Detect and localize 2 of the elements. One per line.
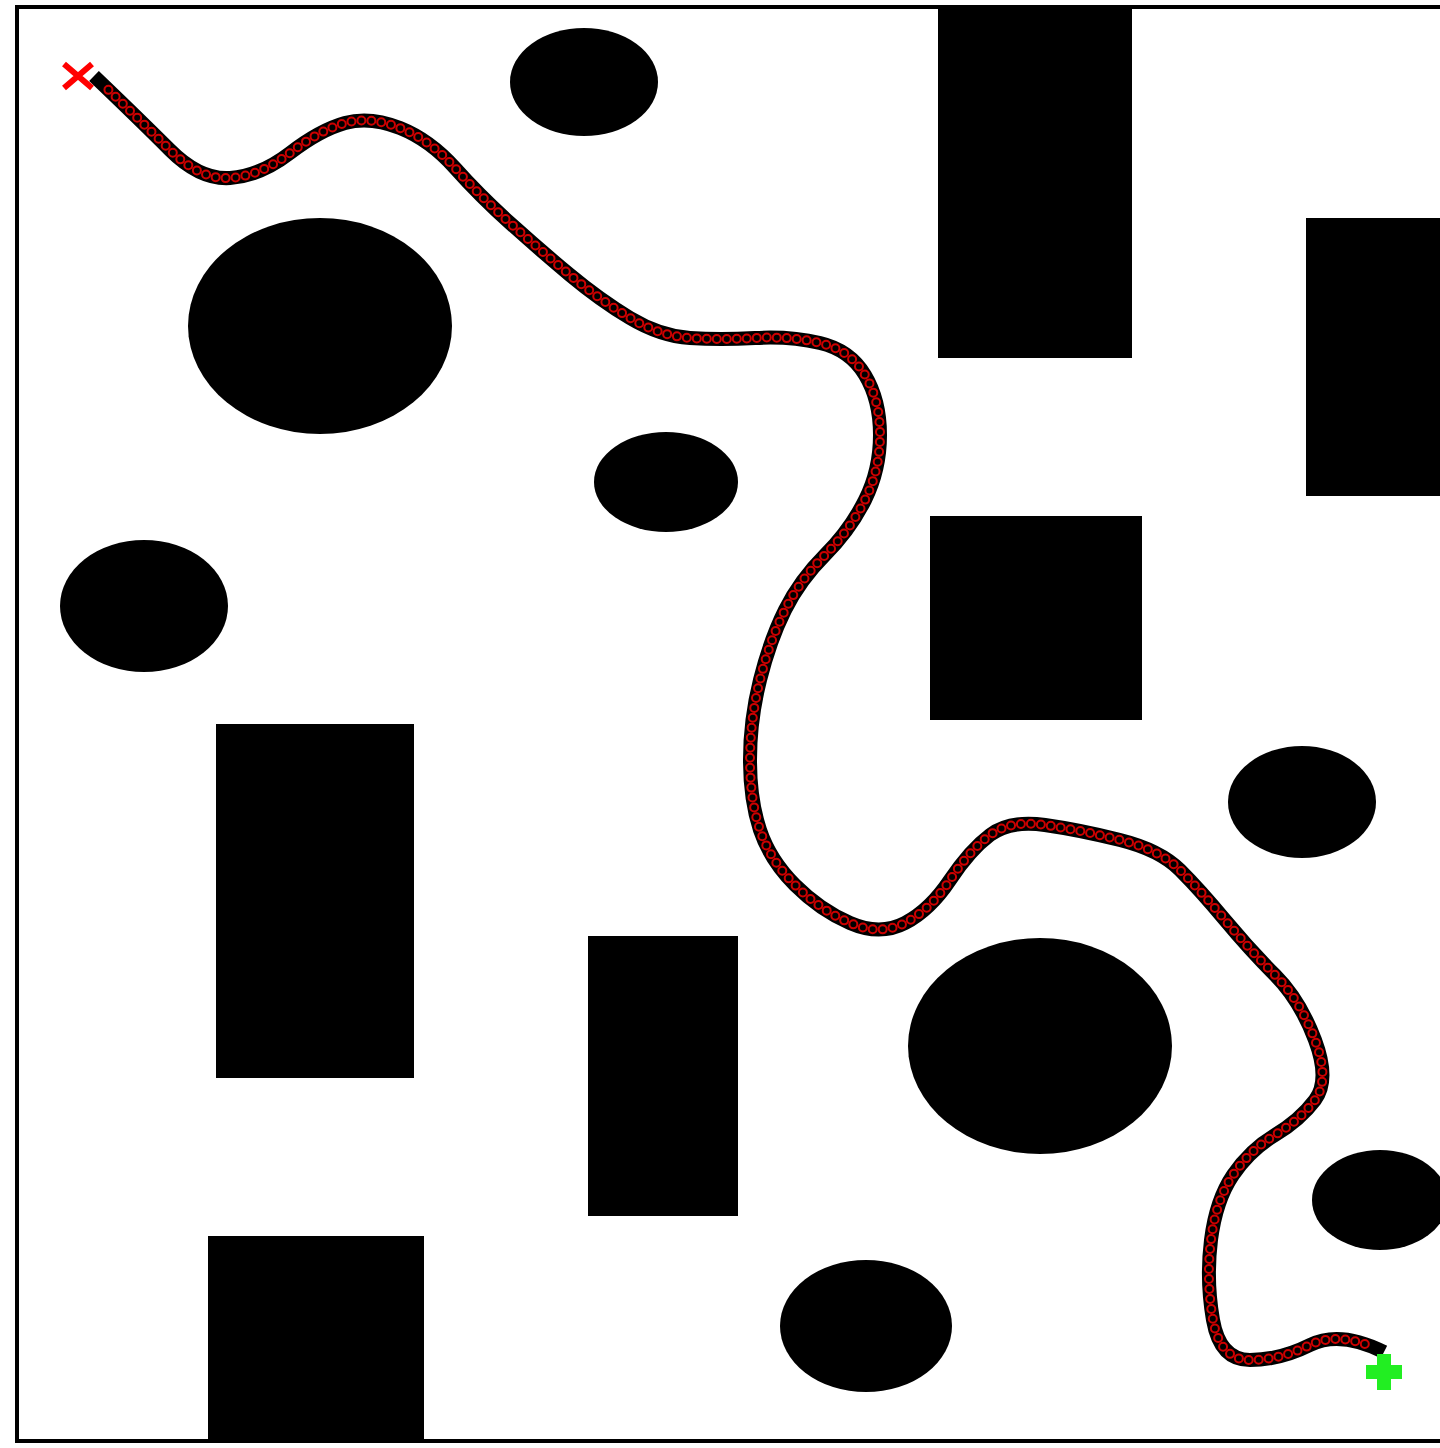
start-marker xyxy=(62,62,94,90)
goal-marker xyxy=(1364,1352,1404,1392)
